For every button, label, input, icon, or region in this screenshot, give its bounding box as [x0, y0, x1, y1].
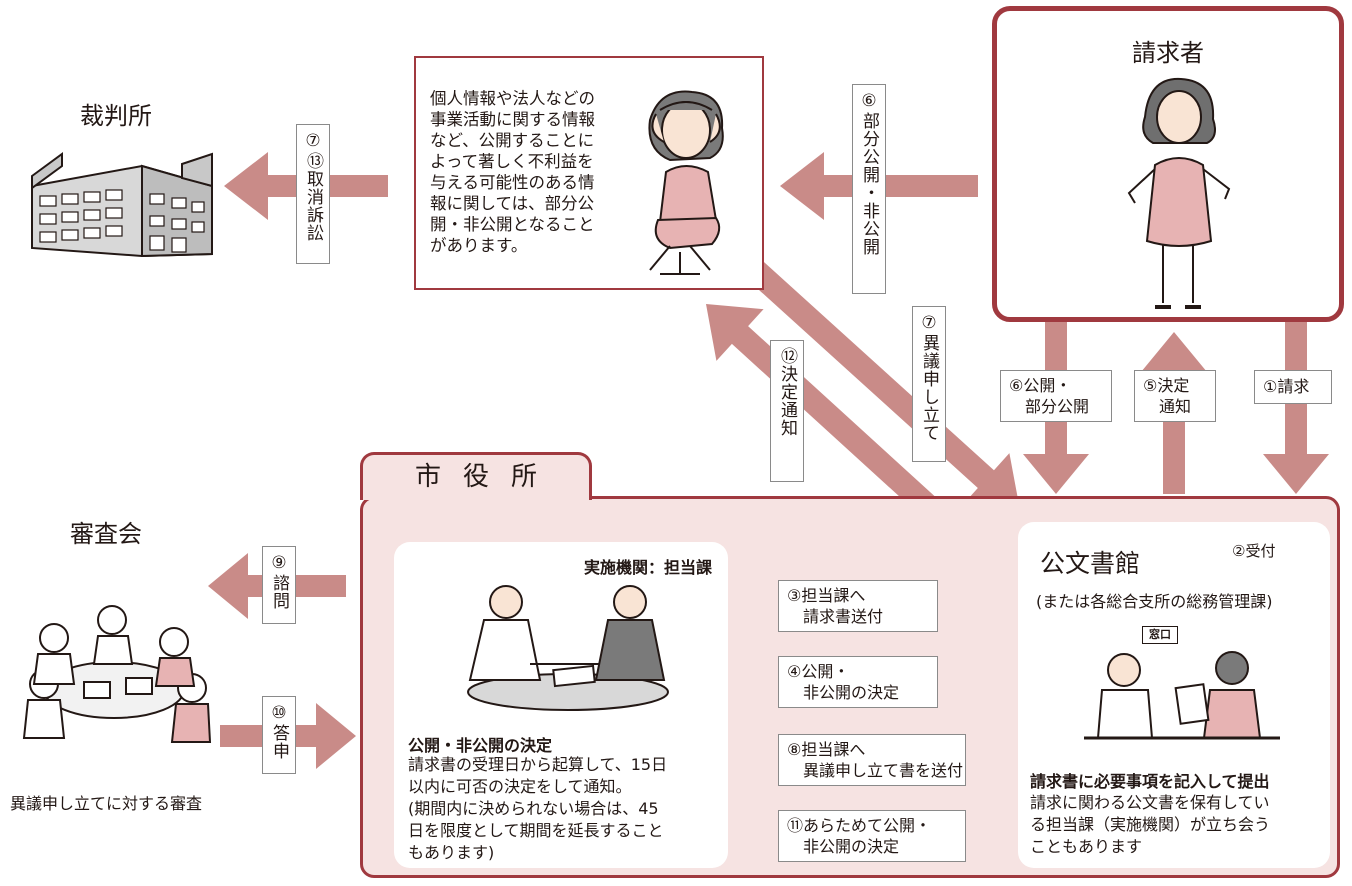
- archive-title: 公文書館: [1040, 549, 1141, 578]
- court-building-icon: [31, 152, 213, 258]
- reception-desk-icon: [1084, 651, 1280, 740]
- archive-panel: 公文書館 ②受付 (または各総合支所の総務管理課) 窓口 請求書に必要事項を記入…: [1018, 522, 1330, 868]
- department-decision-heading: 公開・非公開の決定: [408, 736, 553, 755]
- label-step9-consult: ⑨諮問: [262, 546, 296, 624]
- worried-woman-icon: [648, 90, 724, 275]
- arrow-step1-request: [1263, 322, 1329, 494]
- archive-receive-label: ②受付: [1232, 542, 1276, 560]
- court-title: 裁判所: [80, 102, 152, 130]
- review-board-title: 審査会: [70, 520, 142, 548]
- requester-woman-icon: [1127, 77, 1231, 309]
- archive-subtitle: (または各総合支所の総務管理課): [1036, 592, 1273, 611]
- label-step6-disclose: ⑥公開・ 部分公開: [1000, 370, 1112, 422]
- label-step7-13-lawsuit: ⑦⑬取消訴訟: [296, 124, 330, 264]
- label-step12-notice: ⑫決定通知: [770, 340, 804, 482]
- archive-submit-heading: 請求書に必要事項を記入して提出: [1030, 772, 1270, 791]
- meeting-people-icon: [22, 605, 212, 743]
- label-step3-send: ③担当課へ 請求書送付: [778, 580, 938, 632]
- city-hall-tab: 市役所: [360, 452, 592, 500]
- label-step11-redecision: ⑪あらためて公開・ 非公開の決定: [778, 810, 966, 862]
- partial-disclosure-note-box: 個人情報や法人などの 事業活動に関する情報 など、公開することに よって著しく不…: [414, 56, 764, 290]
- label-step7-objection: ⑦異議申し立て: [912, 306, 946, 462]
- label-step5-notice: ⑤決定 通知: [1134, 370, 1216, 422]
- partial-disclosure-note-text: 個人情報や法人などの 事業活動に関する情報 など、公開することに よって著しく不…: [430, 89, 595, 255]
- handshake-meeting-icon: [467, 585, 669, 711]
- window-sign: 窓口: [1142, 626, 1178, 644]
- requester-title: 請求者: [1132, 39, 1204, 67]
- department-panel-label: 実施機関：担当課: [583, 558, 712, 577]
- label-step1-request: ①請求: [1254, 370, 1332, 404]
- archive-submit-body: 請求に関わる公文書を保有してい る担当課（実施機関）が立ち会う こともあります: [1030, 793, 1271, 856]
- label-step8-objection-send: ⑧担当課へ 異議申し立て書を送付: [778, 734, 966, 786]
- requester-box: 請求者: [992, 6, 1344, 322]
- arrow-step7-objection: [737, 253, 1020, 511]
- label-step4-decision: ④公開・ 非公開の決定: [778, 656, 938, 708]
- department-decision-body: 請求書の受理日から起算して、15日 以内に可否の決定をして通知。 (期間内に決め…: [408, 755, 668, 862]
- department-panel: 実施機関：担当課 公開・非公開の決定 請求書の受理日から起算して、15日 以内に…: [394, 542, 728, 868]
- label-step10-report: ⑩答申: [262, 696, 296, 774]
- review-board-caption: 異議申し立てに対する審査: [10, 794, 203, 813]
- label-step6-partial: ⑥部分公開・非公開: [852, 84, 886, 294]
